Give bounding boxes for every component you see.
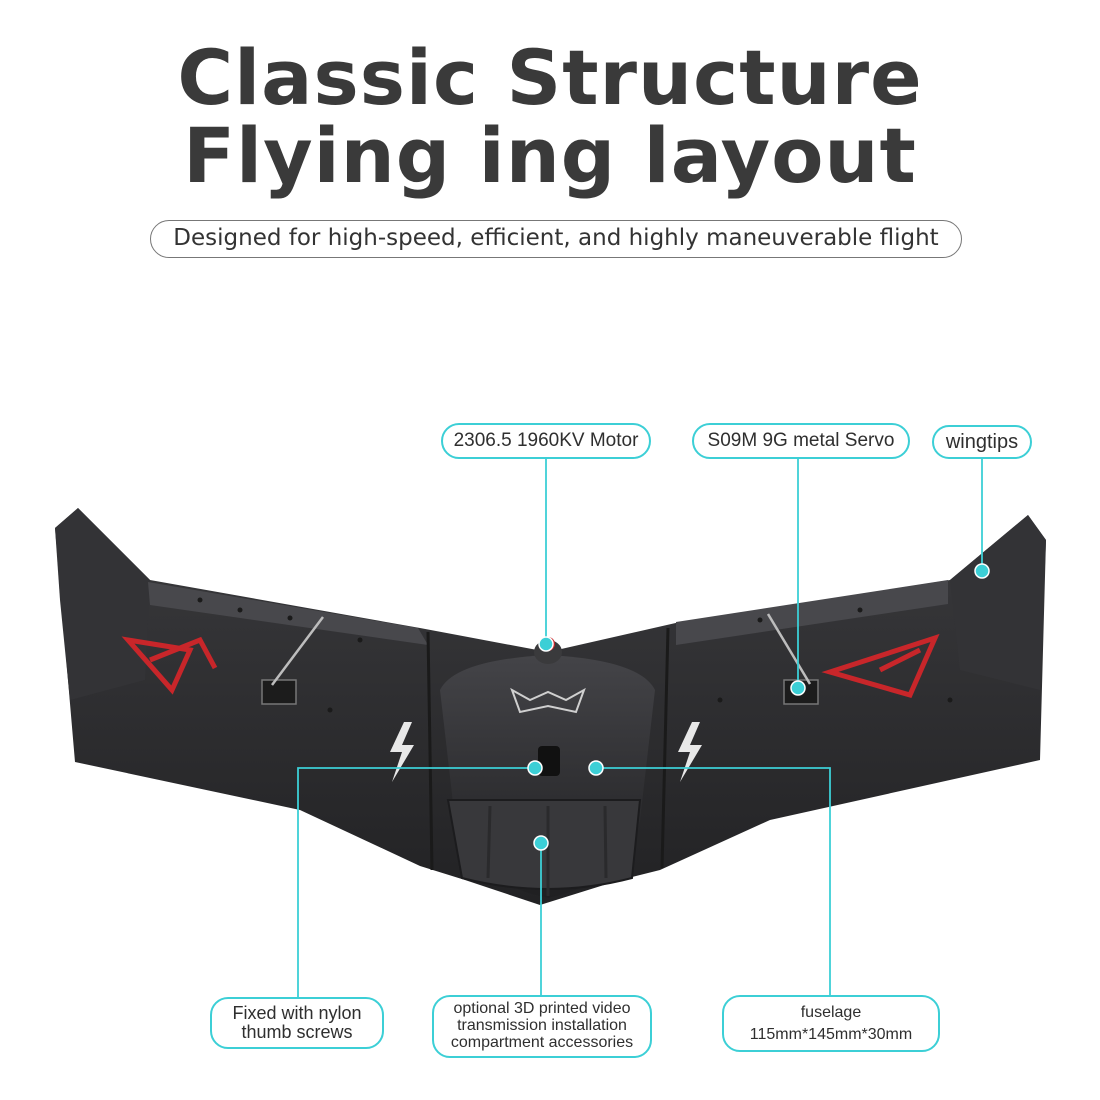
wingtips-label: wingtips bbox=[932, 425, 1032, 459]
bat-logo-icon bbox=[510, 687, 586, 714]
right-decal bbox=[821, 633, 940, 699]
fuselage-label: fuselage 115mm*145mm*30mm bbox=[722, 995, 940, 1052]
thumb-screw bbox=[538, 746, 560, 776]
motor-marker bbox=[538, 636, 554, 652]
left-decal bbox=[121, 636, 218, 695]
right-wingtip bbox=[950, 515, 1046, 690]
fuselage-marker bbox=[588, 760, 604, 776]
subtitle-pill: Designed for high-speed, efficient, and … bbox=[150, 220, 962, 258]
page-title-line2: Flying ing layout bbox=[183, 111, 917, 200]
left-wingtip bbox=[55, 508, 150, 700]
screw-marker bbox=[527, 760, 543, 776]
wingtip-marker bbox=[974, 563, 990, 579]
servo-label: S09M 9G metal Servo bbox=[692, 423, 910, 459]
nylon-screws-label: Fixed with nylon thumb screws bbox=[210, 997, 384, 1049]
left-servo bbox=[261, 679, 297, 705]
lightning-icon bbox=[390, 722, 414, 782]
lightning-icon bbox=[678, 722, 702, 782]
motor-label: 2306.5 1960KV Motor bbox=[441, 423, 651, 459]
page-title-line1: Classic Structure bbox=[177, 33, 923, 122]
left-elevon bbox=[148, 582, 428, 645]
video-marker bbox=[533, 835, 549, 851]
right-elevon bbox=[676, 580, 948, 645]
video-compartment-label: optional 3D printed video transmission i… bbox=[432, 995, 652, 1058]
servo-marker bbox=[790, 680, 806, 696]
